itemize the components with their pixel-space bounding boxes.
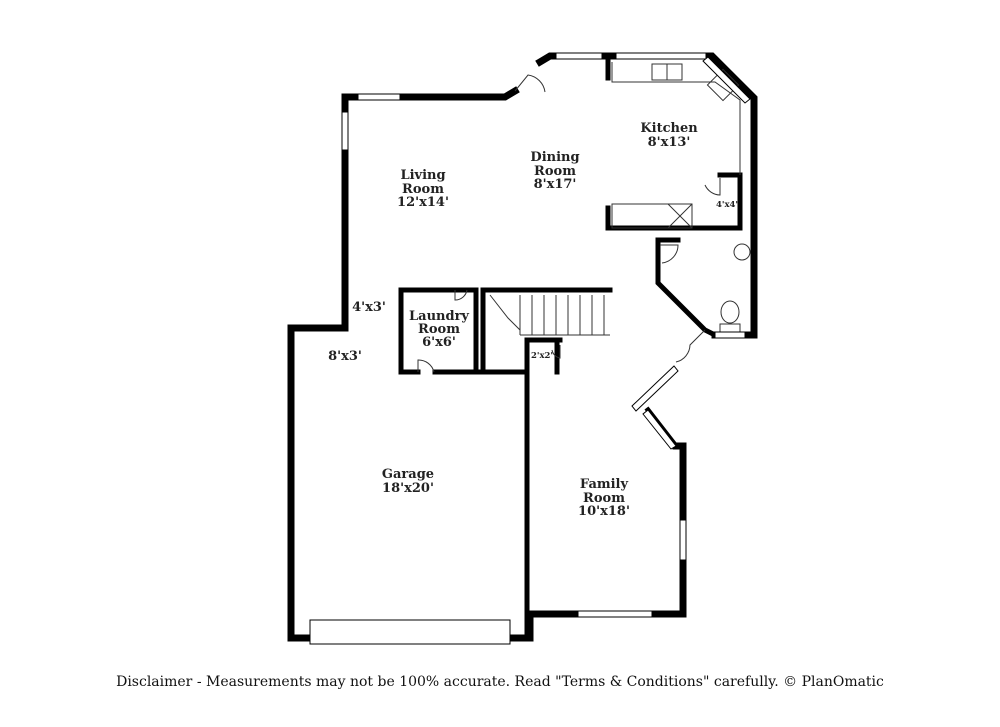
entry-closet-dims: 4'x3' xyxy=(352,300,386,315)
doors xyxy=(417,74,721,373)
disclaimer-text: Disclaimer - Measurements may not be 100… xyxy=(116,674,884,690)
pantry-dims: 4'x4' xyxy=(716,200,738,210)
dining-room-name: Dining xyxy=(530,150,579,165)
family-room-dims: 10'x18' xyxy=(578,504,630,519)
laundry-room-dims: 6'x6' xyxy=(422,335,456,350)
kitchen-dims: 8'x13' xyxy=(648,135,691,150)
garage-dims: 18'x20' xyxy=(382,481,434,496)
dining-room-dims: 8'x17' xyxy=(534,177,577,192)
laundry-room-name: Laundry xyxy=(409,309,469,324)
garage-closet-dims: 8'x3' xyxy=(328,349,362,364)
small-closet-dims: 2'x2' xyxy=(531,351,553,361)
living-room-name: Living xyxy=(400,168,445,183)
living-room-name-2: Room xyxy=(402,182,444,197)
family-room-name: Family xyxy=(580,477,629,492)
kitchen-name: Kitchen xyxy=(640,121,698,136)
living-room-dims: 12'x14' xyxy=(397,195,449,210)
dining-room-name-2: Room xyxy=(534,164,576,179)
garage-name: Garage xyxy=(382,467,434,482)
family-room-name-2: Room xyxy=(583,491,625,506)
room-labels: Living Room 12'x14' Dining Room 8'x17' K… xyxy=(328,121,738,519)
thin-lines xyxy=(489,62,751,336)
laundry-room-name-2: Room xyxy=(418,322,460,337)
windows xyxy=(309,52,751,645)
